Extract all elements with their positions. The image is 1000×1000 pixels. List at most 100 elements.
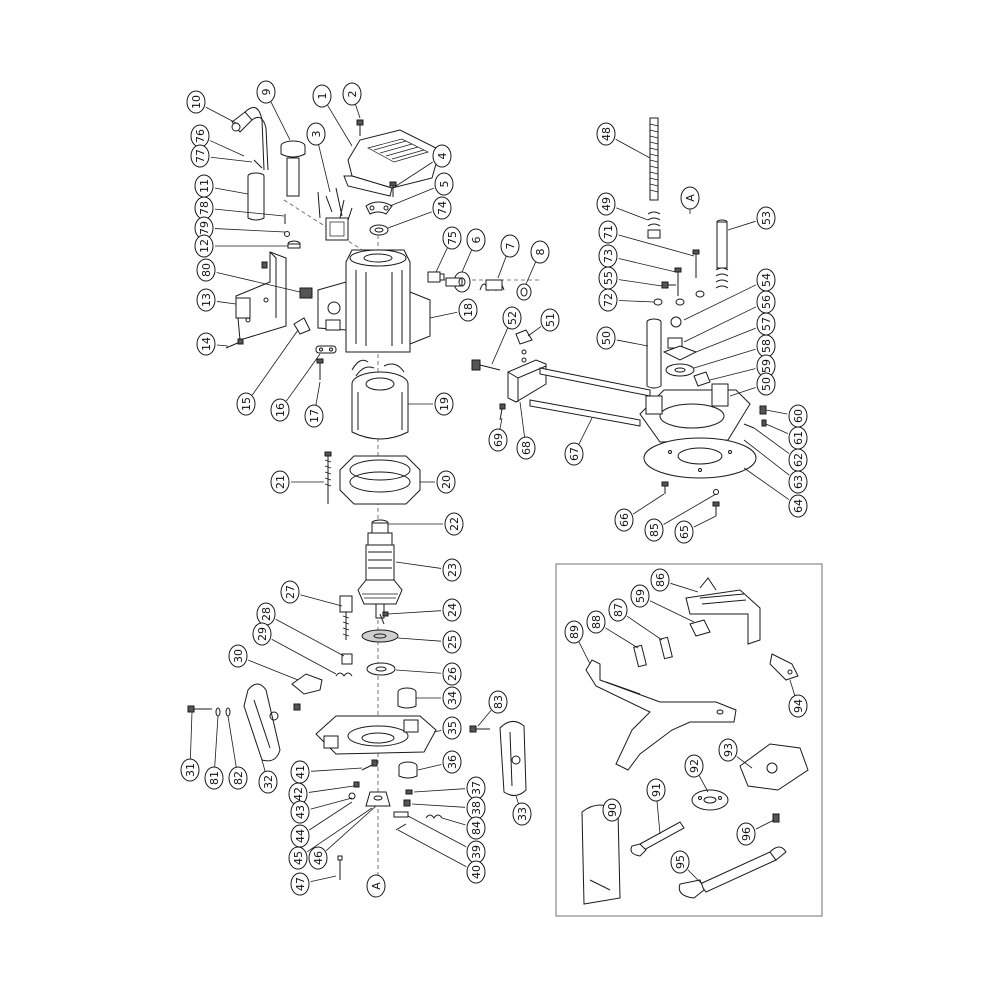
part-screw-14 bbox=[225, 338, 244, 349]
callout-leader-line bbox=[743, 439, 790, 476]
callout-circle bbox=[608, 598, 628, 622]
callout-leader-line bbox=[216, 344, 229, 347]
callout-number: 45 bbox=[292, 851, 305, 865]
part-knob-54 bbox=[670, 316, 682, 328]
callout-75: 75 bbox=[435, 226, 462, 273]
callout-leader-line bbox=[308, 801, 353, 831]
part-sleeve-88 bbox=[633, 644, 647, 668]
callout-circle bbox=[644, 518, 664, 542]
callout-leader-line bbox=[441, 817, 466, 826]
callout-leader-line bbox=[626, 615, 663, 641]
callout-leader-line bbox=[397, 829, 467, 868]
callout-number: 5 bbox=[438, 181, 451, 188]
callout-circle bbox=[442, 226, 462, 250]
part-pin-28 bbox=[341, 653, 353, 665]
callout-number: 84 bbox=[470, 821, 483, 835]
callout-leader-line bbox=[397, 637, 442, 642]
callout-34: 34 bbox=[416, 686, 462, 710]
callout-circle bbox=[270, 398, 290, 422]
callout-circle bbox=[788, 494, 808, 518]
part-drawings bbox=[187, 107, 823, 917]
callout-leader-line bbox=[515, 795, 519, 804]
callout-number: 15 bbox=[240, 397, 253, 411]
callout-32: 32 bbox=[258, 759, 278, 794]
part-disk-92 bbox=[691, 789, 729, 811]
callout-number: 14 bbox=[200, 337, 213, 351]
callout-number: 33 bbox=[516, 807, 529, 821]
callout-leader-line bbox=[387, 610, 442, 615]
callout-number: 17 bbox=[308, 409, 321, 423]
callout-57: 57 bbox=[695, 312, 776, 353]
callout-number: 20 bbox=[440, 475, 453, 489]
callout-number: 77 bbox=[194, 149, 207, 163]
part-bolt-83 bbox=[469, 725, 490, 733]
callout-leader-line bbox=[615, 138, 651, 159]
callout-circle bbox=[442, 630, 462, 654]
callout-4: 4 bbox=[395, 144, 452, 187]
part-screw-17 bbox=[316, 358, 324, 380]
callout-circle bbox=[228, 644, 248, 668]
part-knob-60 bbox=[759, 405, 767, 415]
callout-circle bbox=[304, 404, 324, 428]
callout-circle bbox=[256, 80, 276, 104]
callout-circle bbox=[596, 326, 616, 350]
callout-number: 51 bbox=[544, 313, 557, 327]
callout-16: 16 bbox=[270, 353, 321, 422]
part-sub-base-64 bbox=[643, 437, 757, 479]
callout-number: 31 bbox=[184, 763, 197, 777]
callout-number: 80 bbox=[200, 263, 213, 277]
callout-number: 38 bbox=[470, 801, 483, 815]
part-washer-85 bbox=[713, 489, 719, 495]
callout-50: 50 bbox=[596, 326, 649, 350]
part-washer-82 bbox=[225, 707, 231, 717]
callout-leader-line bbox=[306, 807, 373, 853]
part-template-93 bbox=[739, 743, 809, 791]
callout-leader-line bbox=[497, 256, 507, 279]
callout-circle bbox=[500, 234, 520, 258]
callout-leader-line bbox=[216, 301, 237, 305]
callout-84: 84 bbox=[441, 816, 486, 840]
callout-number: 85 bbox=[648, 523, 661, 537]
callout-number: 10 bbox=[190, 95, 203, 109]
callout-circle bbox=[788, 470, 808, 494]
callout-37: 37 bbox=[413, 776, 486, 800]
callout-number: 50 bbox=[600, 331, 613, 345]
callout-leader-line bbox=[395, 561, 442, 569]
part-screw-55 bbox=[661, 281, 676, 289]
callout-number: 69 bbox=[492, 433, 505, 447]
callout-31: 31 bbox=[180, 711, 200, 782]
part-pin-47 bbox=[337, 855, 343, 880]
callout-number: 72 bbox=[602, 293, 615, 307]
callout-58: 58 bbox=[693, 334, 776, 369]
callout-number: 50 bbox=[760, 377, 773, 391]
part-screw-66 bbox=[661, 481, 669, 494]
callout-leader-line bbox=[683, 284, 757, 321]
callout-leader-line bbox=[656, 800, 661, 835]
callout-leader-line bbox=[214, 208, 285, 217]
part-turret-58 bbox=[665, 363, 695, 377]
callout-leader-line bbox=[387, 211, 432, 229]
callout-circle bbox=[442, 750, 462, 774]
callout-leader-line bbox=[499, 417, 503, 430]
part-wrench-95 bbox=[678, 846, 787, 899]
callout-81: 81 bbox=[204, 715, 224, 790]
part-washer-79 bbox=[284, 231, 290, 237]
callout-circle bbox=[530, 240, 550, 264]
part-screw-73 bbox=[674, 267, 682, 296]
callout-circle bbox=[680, 186, 700, 210]
callout-leader-line bbox=[210, 156, 253, 163]
callout-circle bbox=[596, 122, 616, 146]
callout-number: 87 bbox=[612, 603, 625, 617]
callout-circle bbox=[432, 144, 452, 168]
callout-leader-line bbox=[227, 715, 237, 768]
callout-leader-line bbox=[310, 797, 353, 810]
part-screw-96 bbox=[772, 813, 780, 823]
callout-circle bbox=[228, 766, 248, 790]
part-armature-23 bbox=[357, 519, 403, 619]
callout-number: 53 bbox=[760, 211, 773, 225]
callout-number: 62 bbox=[792, 453, 805, 467]
callout-circle bbox=[650, 568, 670, 592]
callout-circle bbox=[306, 122, 326, 146]
callout-number: 4 bbox=[436, 153, 449, 160]
callout-circle bbox=[646, 778, 666, 802]
